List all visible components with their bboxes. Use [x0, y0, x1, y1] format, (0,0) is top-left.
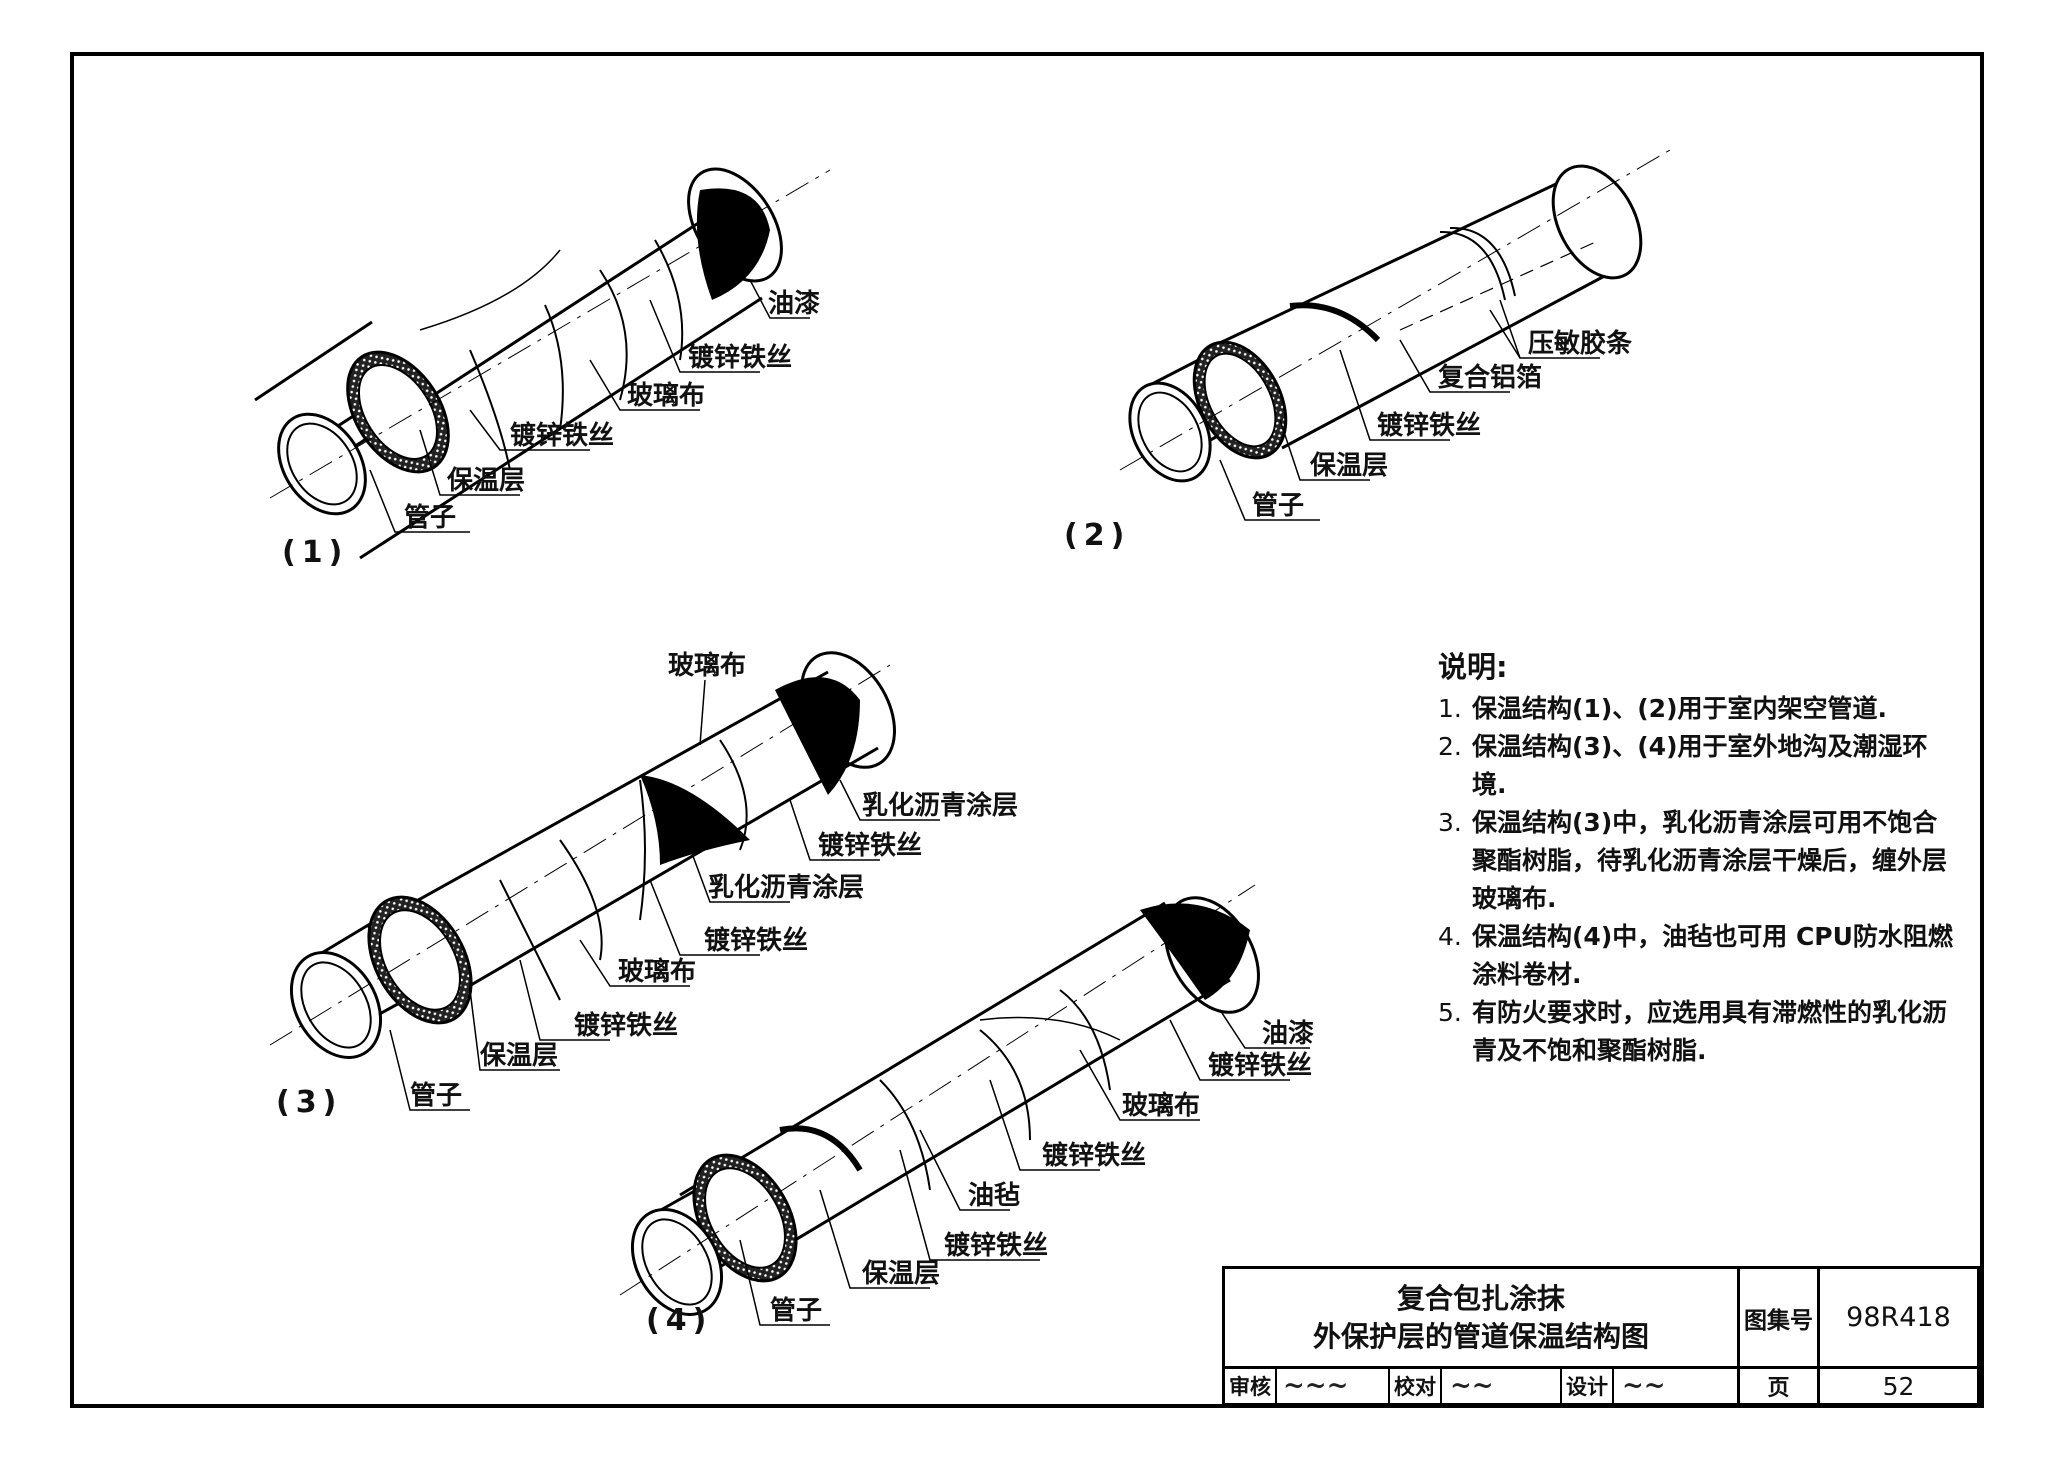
fig3-label-glass-cloth-top: 玻璃布	[668, 650, 746, 681]
figure-1-pipe	[254, 167, 831, 560]
fig1-label-glass-cloth: 玻璃布	[627, 380, 705, 411]
fig2-label-insulation: 保温层	[1309, 451, 1388, 481]
note-item: 1. 保温结构(1)、(2)用于室内架空管道.	[1438, 690, 1958, 728]
note-number: 1.	[1438, 694, 1462, 723]
fig2-label-wire: 镀锌铁丝	[1377, 410, 1481, 441]
atlas-label-cell: 图集号	[1740, 1269, 1820, 1369]
drawing-title-line1: 复合包扎涂抹	[1396, 1281, 1565, 1315]
fig3-caption: (3)	[276, 1085, 342, 1120]
fig2-label-adhesive-strip: 压敏胶条	[1528, 328, 1633, 359]
fig4-label-wire-outer: 镀锌铁丝	[1208, 1050, 1312, 1081]
check-label: 校对	[1390, 1369, 1442, 1403]
title-block: 复合包扎涂抹 外保护层的管道保温结构图 图集号 98R418 审核 ~~~ 校对…	[1222, 1266, 1980, 1406]
figure-1-leaders	[369, 279, 810, 533]
fig3-label-wire-3: 镀锌铁丝	[574, 1010, 678, 1041]
fig3-label-wire-2: 镀锌铁丝	[704, 925, 808, 956]
sheet-frame	[70, 52, 1984, 1408]
drawing-title-cell: 复合包扎涂抹 外保护层的管道保温结构图	[1225, 1269, 1740, 1369]
fig1-label-pipe: 管子	[404, 503, 456, 533]
fig2-caption: (2)	[1064, 518, 1130, 553]
reviewer-signature: ~~~	[1277, 1369, 1390, 1403]
fig4-label-wire-inner: 镀锌铁丝	[944, 1230, 1048, 1261]
figure-3-pipe	[269, 651, 896, 1059]
page-number: 52	[1882, 1371, 1915, 1401]
designer-signature: ~~	[1622, 1371, 1666, 1401]
fig4-label-insulation: 保温层	[861, 1259, 940, 1289]
fig1-label-paint: 油漆	[768, 289, 820, 319]
notes-title: 说明:	[1438, 650, 1508, 684]
design-label: 设计	[1562, 1369, 1614, 1403]
drawing-title-line2: 外保护层的管道保温结构图	[1312, 1319, 1649, 1353]
checker-signature: ~~	[1442, 1369, 1562, 1403]
note-text: 保温结构(3)中，乳化沥青涂层可用不饱合聚酯树脂，待乳化沥青涂层干燥后，缠外层玻…	[1472, 808, 1948, 913]
atlas-label: 图集号	[1744, 1307, 1813, 1334]
figure-4-leaders	[739, 1009, 1310, 1326]
note-item: 4. 保温结构(4)中，油毡也可用 CPU防水阻燃涂料卷材.	[1438, 918, 1958, 994]
fig3-label-insulation: 保温层	[479, 1041, 558, 1071]
note-number: 3.	[1438, 808, 1462, 837]
fig3-label-glass-cloth: 玻璃布	[618, 956, 696, 987]
fig3-label-bitumen-inner: 乳化沥青涂层	[708, 872, 864, 903]
fig3-label-pipe: 管子	[410, 1081, 462, 1111]
fig4-label-felt: 油毡	[968, 1181, 1020, 1211]
atlas-number-cell: 98R418	[1820, 1269, 1977, 1369]
note-number: 2.	[1438, 732, 1462, 761]
figure-2-leaders	[1219, 299, 1600, 521]
figure-3-leaders	[389, 679, 940, 1111]
fig3-label-bitumen-outer: 乳化沥青涂层	[862, 790, 1018, 821]
note-text: 有防火要求时，应选用具有滞燃性的乳化沥青及不饱和聚酯树脂.	[1472, 998, 1948, 1065]
fig1-label-insulation: 保温层	[446, 466, 525, 496]
review-label: 审核	[1225, 1369, 1277, 1403]
note-number: 4.	[1438, 922, 1462, 951]
fig2-label-pipe: 管子	[1252, 491, 1304, 521]
note-number: 5.	[1438, 998, 1462, 1027]
note-item: 2. 保温结构(3)、(4)用于室外地沟及潮湿环境.	[1438, 728, 1958, 804]
note-text: 保温结构(3)、(4)用于室外地沟及潮湿环境.	[1472, 732, 1928, 799]
fig3-label-wire-1: 镀锌铁丝	[818, 830, 922, 861]
note-item: 5. 有防火要求时，应选用具有滞燃性的乳化沥青及不饱和聚酯树脂.	[1438, 994, 1958, 1070]
page-label-cell: 页	[1740, 1369, 1820, 1403]
fig1-caption: (1)	[282, 535, 348, 570]
figure-4-pipe	[619, 884, 1260, 1316]
note-item: 3. 保温结构(3)中，乳化沥青涂层可用不饱合聚酯树脂，待乳化沥青涂层干燥后，缠…	[1438, 804, 1958, 918]
fig4-label-glass-cloth: 玻璃布	[1122, 1090, 1200, 1121]
page-label: 页	[1767, 1376, 1790, 1401]
notes-panel: 说明: 1. 保温结构(1)、(2)用于室内架空管道. 2. 保温结构(3)、(…	[1438, 648, 1958, 1070]
fig4-caption: (4)	[646, 1303, 712, 1338]
fig1-label-wire-outer: 镀锌铁丝	[688, 342, 792, 373]
page-number-cell: 52	[1820, 1369, 1977, 1403]
review-row: 审核 ~~~ 校对 ~~ 设计 ~~	[1225, 1369, 1740, 1403]
fig4-label-pipe: 管子	[770, 1296, 822, 1326]
note-text: 保温结构(4)中，油毡也可用 CPU防水阻燃涂料卷材.	[1472, 922, 1953, 989]
fig4-label-wire-mid: 镀锌铁丝	[1042, 1140, 1146, 1171]
fig4-label-paint: 油漆	[1262, 1019, 1314, 1049]
fig1-label-wire-inner: 镀锌铁丝	[510, 420, 614, 451]
fig2-label-aluminum-foil: 复合铝箔	[1438, 362, 1542, 393]
note-text: 保温结构(1)、(2)用于室内架空管道.	[1472, 694, 1887, 723]
atlas-number: 98R418	[1846, 1302, 1951, 1333]
figure-2-pipe	[1119, 149, 1671, 483]
